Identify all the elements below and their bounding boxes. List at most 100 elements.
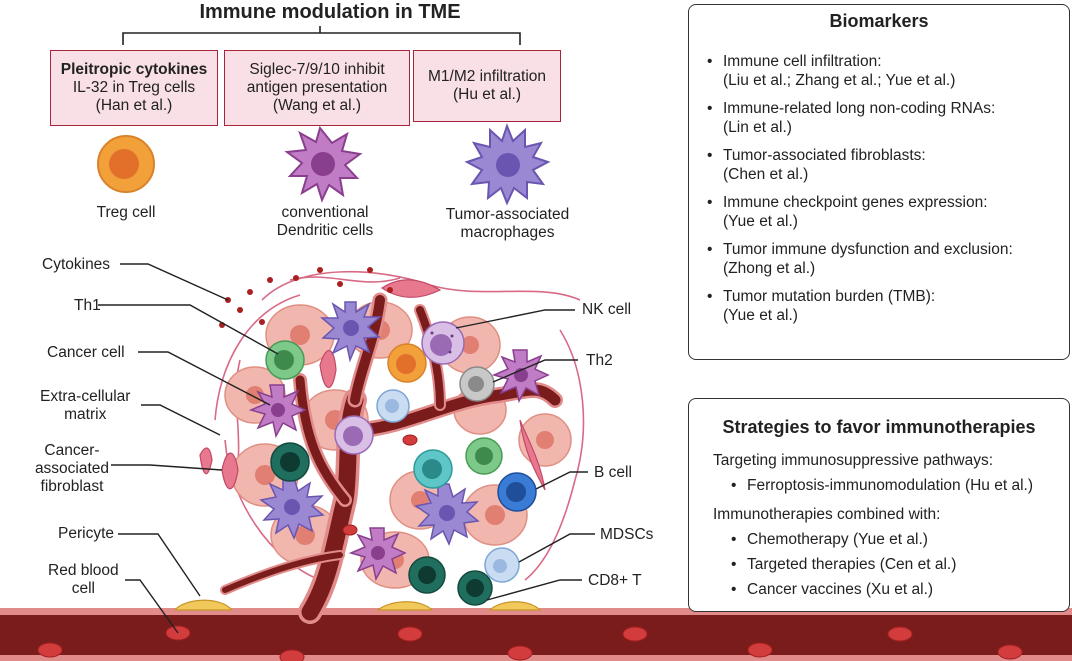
- label-cytokines: Cytokines: [42, 256, 110, 274]
- strategy-item: Ferroptosis-immunomodulation (Hu et al.): [713, 476, 1061, 495]
- cluster-macrophage-icon: [319, 301, 383, 363]
- nk-cell-2-icon: [334, 415, 374, 455]
- mod-box-line: (Han et al.): [95, 97, 173, 114]
- cytokine-dots: [219, 267, 393, 328]
- mdsc-cell-icon: [484, 547, 520, 583]
- label-line: Tumor-associated: [445, 206, 570, 223]
- mod-box-line: antigen presentation: [246, 79, 388, 96]
- label-line: Extra-cellular: [40, 388, 131, 405]
- extracellular-matrix: [214, 271, 585, 581]
- biomarker-item: Tumor-associated fibroblasts: (Chen et al…: [703, 146, 1061, 184]
- b-cell-icon: [497, 472, 537, 512]
- mod-box-m1m2: M1/M2 infiltration (Hu et al.): [413, 50, 561, 122]
- th1-cell-icon: [265, 340, 305, 380]
- cluster-macrophage-3-icon: [414, 483, 480, 546]
- biomarker-ref: (Yue et al.): [723, 307, 798, 324]
- label-caf: Cancer- associated fibroblast: [30, 442, 114, 496]
- treg-cell-icon: [97, 135, 155, 193]
- strategies-title: Strategies to favor immunotherapies: [722, 417, 1036, 437]
- cluster-macrophage-2-icon: [259, 477, 325, 540]
- biomarkers-panel: Biomarkers Immune cell infiltration: (Liu…: [688, 4, 1070, 360]
- label-th1: Th1: [74, 297, 101, 315]
- nk-cell-icon: [421, 321, 465, 365]
- label-line: associated: [34, 460, 110, 477]
- label-line: Pericyte: [58, 525, 114, 542]
- th1-cell-2-icon: [465, 437, 503, 475]
- red-blood-cells: [37, 434, 1023, 661]
- biomarkers-list: Immune cell infiltration: (Liu et al.; Zh…: [703, 52, 1061, 334]
- th2-cell-icon: [459, 366, 495, 402]
- label-line: conventional: [281, 204, 369, 221]
- label-line: macrophages: [460, 224, 555, 241]
- label-dendritic-cells: conventional Dendritic cells: [255, 204, 395, 240]
- label-line: matrix: [64, 406, 107, 423]
- biomarker-name: Immune cell infiltration:: [723, 53, 882, 70]
- cd8-cell-3-icon: [457, 570, 493, 606]
- mod-box-line: M1/M2 infiltration: [427, 68, 546, 85]
- label-line: Th1: [74, 297, 101, 314]
- biomarker-item: Immune-related long non-coding RNAs: (Lin…: [703, 99, 1061, 137]
- pericytes: [173, 599, 542, 611]
- biomarker-item: Tumor immune dysfunction and exclusion: (…: [703, 240, 1061, 278]
- strategies-group-heading: Targeting immunosuppressive pathways:: [713, 452, 993, 469]
- biomarker-ref: (Chen et al.): [723, 166, 809, 183]
- mdsc-cluster-cell-icon: [376, 389, 410, 423]
- label-treg-cell: Treg cell: [66, 204, 186, 222]
- dendritic-cell-icon: [284, 125, 363, 203]
- label-line: CD8+ T: [588, 572, 642, 589]
- label-cancer-cell: Cancer cell: [47, 344, 125, 362]
- biomarker-ref: (Zhong et al.): [723, 260, 816, 277]
- label-line: Cytokines: [42, 256, 111, 273]
- label-line: fibroblast: [40, 478, 104, 495]
- label-line: Dendritic cells: [276, 222, 374, 239]
- mod-box-line: (Wang et al.): [272, 97, 362, 114]
- fibroblasts: [199, 279, 546, 491]
- biomarker-item: Immune checkpoint genes expression: (Yue …: [703, 193, 1061, 231]
- label-cd8-t: CD8+ T: [588, 572, 642, 590]
- treg-cluster-cell-icon: [387, 343, 427, 383]
- label-line: cell: [71, 580, 95, 597]
- label-line: Red blood: [48, 562, 119, 579]
- teal-cell-icon: [413, 449, 453, 489]
- label-line: B cell: [594, 464, 632, 481]
- label-ecm: Extra-cellular matrix: [40, 388, 130, 424]
- strategy-item: Targeted therapies (Cen et al.): [713, 555, 1061, 574]
- mod-box-line: (Hu et al.): [452, 86, 522, 103]
- label-rbc: Red blood cell: [48, 562, 119, 598]
- label-line: Th2: [586, 352, 613, 369]
- mod-box-line: Siglec-7/9/10 inhibit: [249, 61, 385, 78]
- biomarker-name: Tumor immune dysfunction and exclusion:: [723, 241, 1013, 258]
- strategies-body: Targeting immunosuppressive pathways: Fe…: [713, 451, 1061, 599]
- cluster-dendritic-icon: [248, 384, 307, 439]
- biomarker-name: Immune-related long non-coding RNAs:: [723, 100, 996, 117]
- strategy-item: Cancer vaccines (Xu et al.): [713, 580, 1061, 599]
- biomarkers-title: Biomarkers: [829, 11, 929, 31]
- mod-box-siglec: Siglec-7/9/10 inhibit antigen presentati…: [224, 50, 410, 126]
- label-macrophages: Tumor-associated macrophages: [430, 206, 585, 242]
- biomarker-ref: (Liu et al.; Zhang et al.; Yue et al.): [723, 72, 956, 89]
- biomarker-ref: (Lin et al.): [723, 119, 792, 136]
- title-bracket: [122, 26, 521, 45]
- label-b-cell: B cell: [594, 464, 632, 482]
- label-pericyte: Pericyte: [58, 525, 114, 543]
- label-line: Treg cell: [96, 204, 156, 221]
- biomarker-name: Immune checkpoint genes expression:: [723, 194, 988, 211]
- biomarker-name: Tumor-associated fibroblasts:: [723, 147, 926, 164]
- mod-box-line: IL-32 in Treg cells: [72, 79, 196, 96]
- label-nk-cell: NK cell: [582, 301, 631, 319]
- leader-lines: [98, 263, 595, 634]
- label-th2: Th2: [586, 352, 613, 370]
- label-line: MDSCs: [600, 526, 654, 543]
- diagram-title: Immune modulation in TME: [199, 1, 461, 23]
- strategy-item: Chemotherapy (Yue et al.): [713, 530, 1061, 549]
- macrophage-icon: [464, 123, 551, 206]
- biomarker-ref: (Yue et al.): [723, 213, 798, 230]
- cd8-cell-icon: [270, 442, 310, 482]
- label-line: Cancer cell: [47, 344, 125, 361]
- label-mdscs: MDSCs: [600, 526, 653, 544]
- label-line: Cancer-: [44, 442, 100, 459]
- biomarker-item: Tumor mutation burden (TMB):(Yue et al.): [703, 287, 1061, 325]
- mod-box-cytokines: Pleitropic cytokines IL-32 in Treg cells…: [50, 50, 218, 126]
- cancer-nuclei: [246, 320, 554, 569]
